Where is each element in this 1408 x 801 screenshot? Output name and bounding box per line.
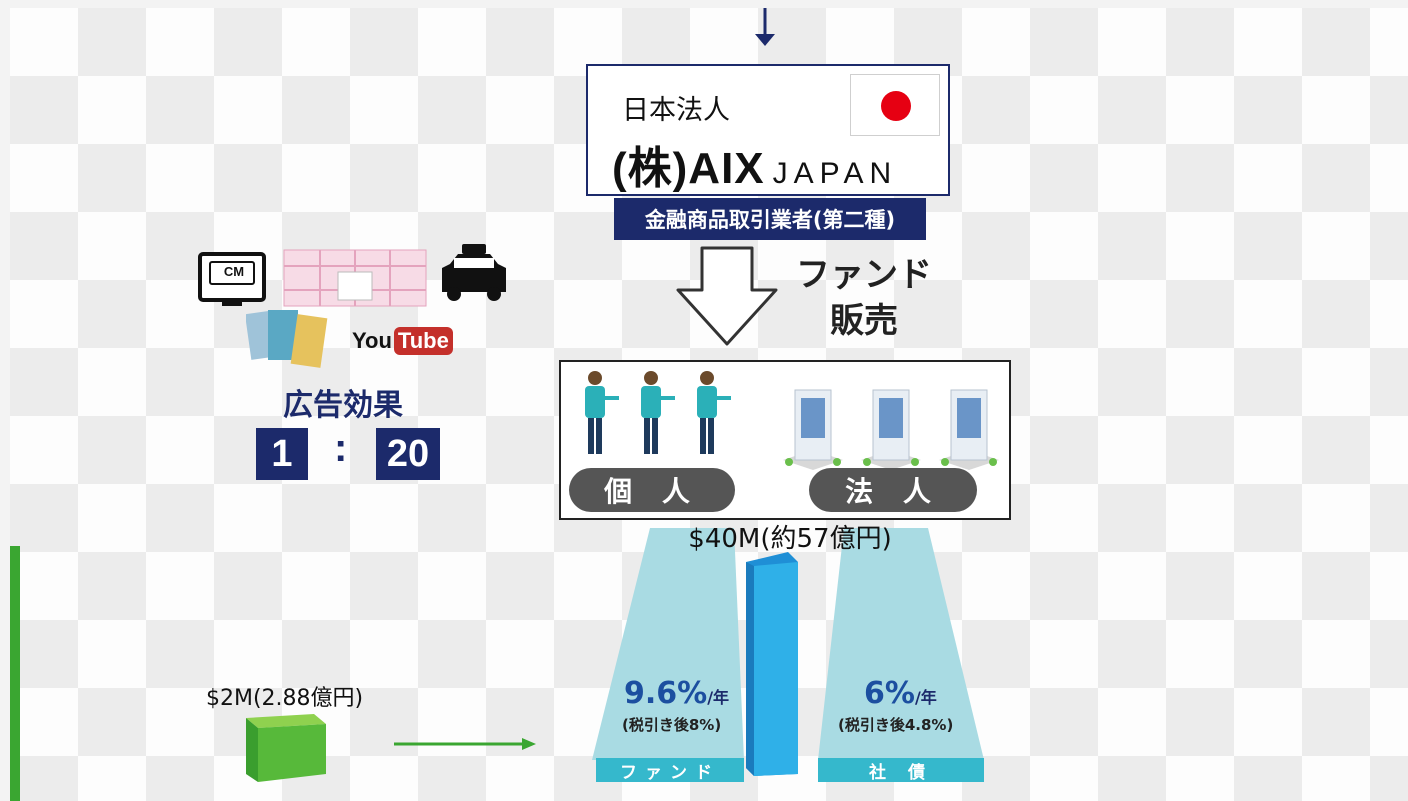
taxi-icon <box>442 244 506 301</box>
company-name-main: (株)AIX <box>612 144 765 193</box>
ratio-left: 1 <box>256 428 308 480</box>
side-accent-bar <box>10 546 20 801</box>
small-amount-cube <box>246 714 326 782</box>
youtube-logo-icon: You Tube <box>352 324 453 358</box>
flow-arrow-icon <box>394 738 536 750</box>
fund-sales-line2: 販売 <box>830 301 898 341</box>
individual-investors-icon <box>585 371 731 454</box>
fund-rate-value: 9.6% <box>624 676 708 711</box>
investor-panel: 個 人 法 人 <box>559 360 1011 520</box>
individual-label: 個 人 <box>569 468 735 512</box>
corporate-label: 法 人 <box>809 468 977 512</box>
fund-rate-unit: /年 <box>707 688 730 707</box>
bond-tax: (税引き後4.8%) <box>838 716 954 734</box>
company-type: 日本法人 <box>622 95 730 126</box>
fund-sales-line1: ファンド <box>796 255 932 295</box>
youtube-logo-you: You <box>352 328 392 353</box>
ratio-separator: : <box>334 426 348 470</box>
arrow-down-icon <box>755 8 775 46</box>
fund-base-label: ファンド <box>596 758 744 783</box>
investment-chart <box>592 528 984 776</box>
large-amount-label: $40M(約57億円) <box>688 524 892 554</box>
magazines-icon <box>246 310 328 368</box>
bond-rate: 6%/年 <box>864 676 937 711</box>
bond-cone <box>818 528 984 760</box>
company-name-sub: JAPAN <box>772 157 898 190</box>
small-amount-label: $2M(2.88億円) <box>206 686 364 711</box>
train-ad-icon <box>283 249 427 307</box>
youtube-logo-tube: Tube <box>393 327 453 355</box>
fund-sales-label: ファンド 販売 <box>784 252 944 344</box>
japan-flag-icon <box>850 74 940 136</box>
fund-rate: 9.6%/年 <box>624 676 729 711</box>
bond-rate-value: 6% <box>864 676 915 711</box>
tv-cm-label: CM <box>223 264 245 279</box>
license-badge: 金融商品取引業者(第二種) <box>614 198 926 240</box>
fund-tax: (税引き後8%) <box>622 716 722 734</box>
ad-effect-title: 広告効果 <box>283 388 403 423</box>
tv-cm-icon <box>198 252 266 306</box>
fund-cone <box>592 528 744 760</box>
corporate-buildings-icon <box>783 389 999 470</box>
bond-rate-unit: /年 <box>914 688 937 707</box>
hollow-arrow-down-icon <box>676 246 778 346</box>
bond-base-label: 社 債 <box>818 758 984 783</box>
ratio-right: 20 <box>376 428 440 480</box>
